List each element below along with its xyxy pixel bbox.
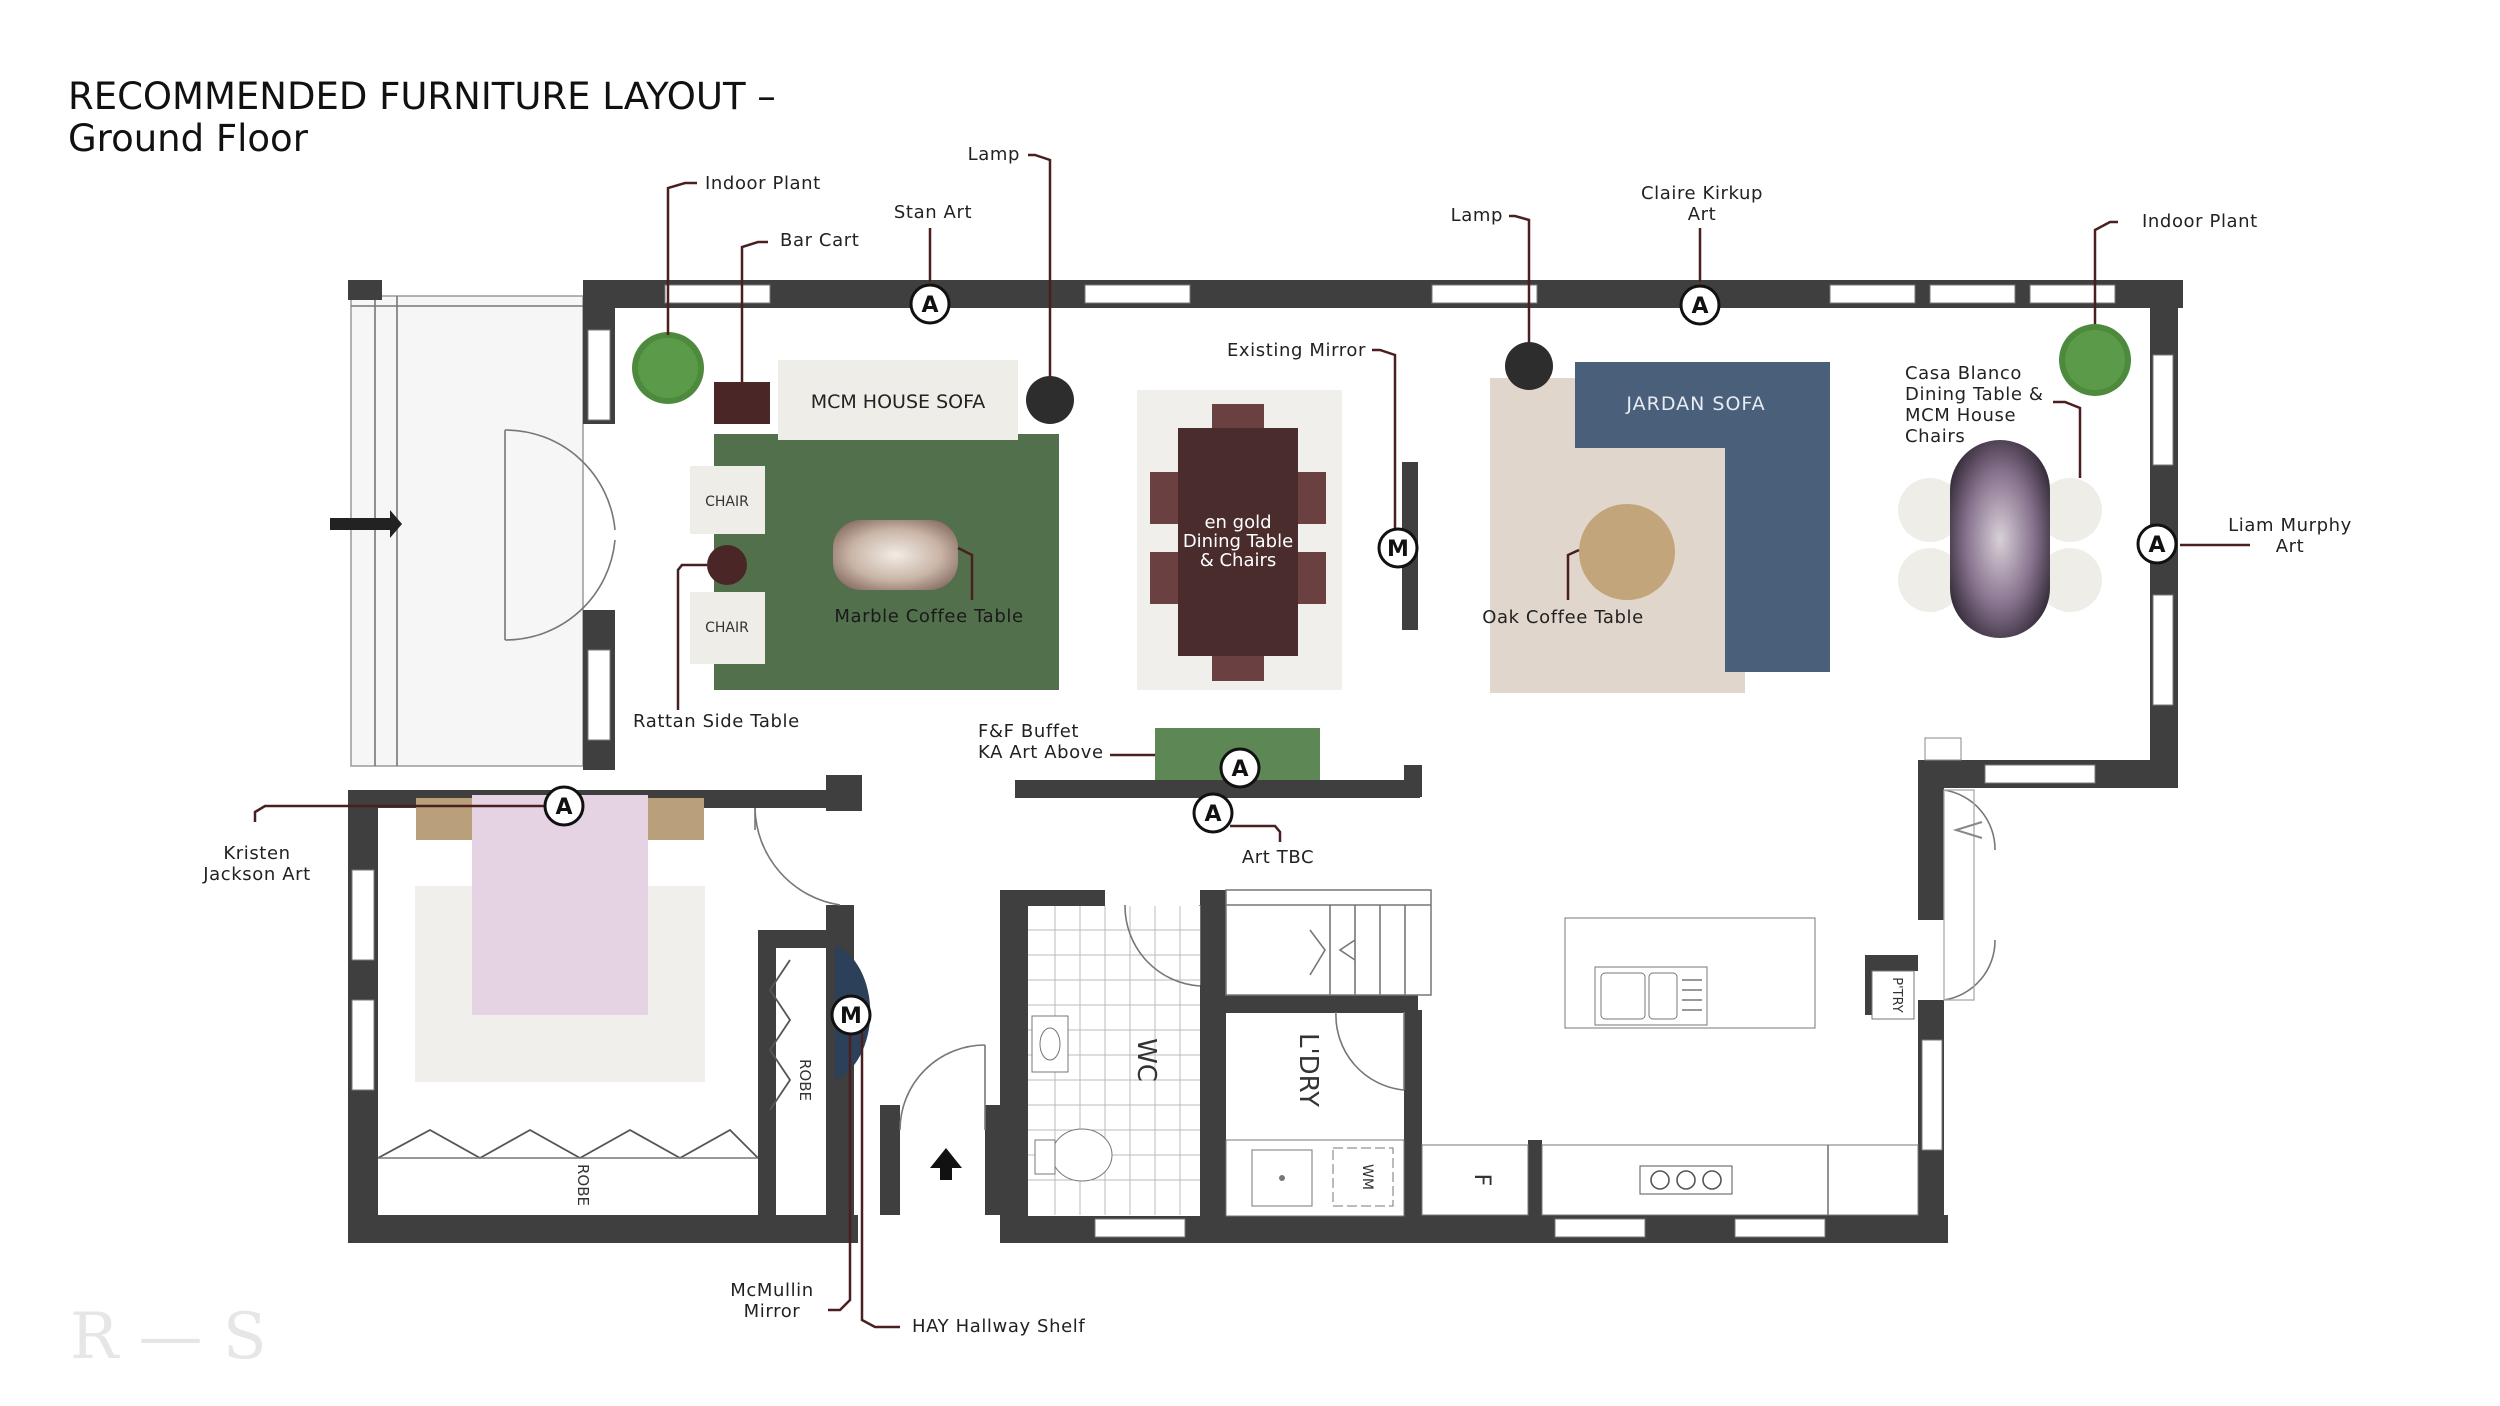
dining-table-label-2: Dining Table	[1183, 531, 1293, 552]
mcm-house-sofa	[778, 360, 1018, 440]
dining-table-label-3: & Chairs	[1200, 550, 1277, 571]
svg-text:A: A	[1691, 294, 1708, 319]
lamp-left	[1026, 376, 1074, 424]
wc-label: WC	[1131, 1038, 1161, 1082]
label-casa-blanco-3: MCM House	[1905, 405, 2016, 426]
label-indoor-plant-right: Indoor Plant	[2142, 211, 2258, 232]
label-casa-blanco-1: Casa Blanco	[1905, 363, 2022, 384]
label-indoor-plant-left: Indoor Plant	[705, 173, 821, 194]
wc-basin	[1031, 1015, 1069, 1073]
bar-cart	[714, 382, 770, 424]
label-existing-mirror: Existing Mirror	[1227, 340, 1366, 361]
robe-doors	[377, 1128, 759, 1160]
fridge	[1421, 1144, 1529, 1216]
label-mcmullin-mirror-2: Mirror	[744, 1301, 801, 1322]
label-ff-buffet-1: F&F Buffet	[978, 721, 1079, 742]
mirror-marker-existing: M	[1377, 527, 1419, 569]
watermark-logo: R — S	[70, 1300, 267, 1374]
chair-bottom-label: CHAIR	[705, 620, 749, 636]
label-kristen-jackson-1: Kristen	[223, 843, 290, 864]
label-claire-kirkup-2: Art	[1688, 204, 1717, 225]
chair-top-label: CHAIR	[705, 494, 749, 510]
label-claire-kirkup-1: Claire Kirkup	[1641, 183, 1763, 204]
indoor-plant-right	[2059, 324, 2131, 396]
bedside-table-right	[648, 798, 704, 840]
svg-text:A: A	[555, 795, 572, 820]
label-liam-murphy-1: Liam Murphy	[2228, 515, 2352, 536]
entry-arrow-icon	[330, 510, 402, 538]
svg-text:A: A	[2148, 533, 2165, 558]
title-line-1: RECOMMENDED FURNITURE LAYOUT –	[68, 75, 776, 118]
lamp-right	[1505, 342, 1553, 390]
art-marker-tbc: A	[1192, 792, 1234, 834]
art-marker-stan: A	[909, 283, 951, 325]
marble-coffee-table	[833, 520, 958, 590]
label-liam-murphy-2: Art	[2276, 536, 2305, 557]
bedside-table-left	[416, 798, 472, 840]
mcm-house-sofa-label: MCM HOUSE SOFA	[811, 391, 986, 413]
art-marker-kristen: A	[543, 785, 585, 827]
svg-text:M: M	[840, 1004, 862, 1029]
wc-toilet	[1051, 1128, 1113, 1182]
oak-coffee-table	[1579, 504, 1675, 600]
pantry	[1871, 970, 1915, 1020]
chair-bottom	[690, 592, 765, 664]
walls	[348, 280, 2183, 1243]
indoor-plant-left	[632, 332, 704, 404]
pantry-label: P'TRY	[1889, 977, 1904, 1013]
mcm-house-chairs	[1898, 478, 2102, 612]
svg-text:A: A	[1231, 757, 1248, 782]
page-title: RECOMMENDED FURNITURE LAYOUT – Ground Fl…	[68, 76, 776, 160]
label-bar-cart: Bar Cart	[780, 230, 859, 251]
label-art-tbc: Art TBC	[1242, 847, 1314, 868]
jardan-sofa-label: JARDAN SOFA	[1625, 393, 1765, 415]
robe-side-doors	[768, 959, 792, 1111]
laundry-label: L'DRY	[1293, 1033, 1323, 1107]
casa-blanco-dining-table	[1950, 440, 2050, 638]
robe-label-bottom: ROBE	[574, 1164, 592, 1206]
title-line-2: Ground Floor	[68, 117, 308, 160]
windows	[351, 284, 2174, 1238]
label-lamp-right: Lamp	[1451, 205, 1503, 226]
cooktop	[1639, 1165, 1733, 1195]
label-marble-coffee-table: Marble Coffee Table	[834, 606, 1023, 627]
dining-chairs	[1150, 404, 1326, 681]
side-door-arrow-icon	[1952, 821, 1983, 839]
label-oak-coffee-table: Oak Coffee Table	[1482, 607, 1644, 628]
rattan-side-table	[707, 545, 747, 585]
art-marker-claire: A	[1679, 284, 1721, 326]
label-casa-blanco-2: Dining Table &	[1905, 384, 2044, 405]
label-mcmullin-mirror-1: McMullin	[730, 1280, 814, 1301]
fridge-label: F	[1469, 1174, 1494, 1187]
svg-text:A: A	[921, 293, 938, 318]
label-stan-art: Stan Art	[894, 202, 972, 223]
stairs	[1225, 889, 1432, 996]
robe-label-side: ROBE	[796, 1059, 814, 1101]
svg-text:A: A	[1204, 802, 1221, 827]
art-marker-buffet: A	[1219, 747, 1261, 789]
label-hay-hallway-shelf: HAY Hallway Shelf	[912, 1316, 1085, 1337]
deck-area	[330, 295, 584, 767]
jardan-sofa	[1575, 362, 1830, 672]
mirror-marker-mcmullin: M	[830, 994, 872, 1036]
label-ff-buffet-2: KA Art Above	[978, 742, 1104, 763]
front-door-arrow-icon	[930, 1148, 962, 1180]
laundry-sink	[1251, 1149, 1313, 1207]
dining-table-label-1: en gold	[1204, 512, 1271, 533]
label-kristen-jackson-2: Jackson Art	[202, 864, 311, 885]
wc-door	[1124, 905, 1201, 987]
washing-machine	[1332, 1147, 1394, 1207]
label-rattan-side-table: Rattan Side Table	[633, 711, 800, 732]
dining-table	[1178, 428, 1298, 656]
label-casa-blanco-4: Chairs	[1905, 426, 1965, 447]
doors	[504, 429, 1996, 1131]
chair-top	[690, 466, 765, 534]
wm-label: WM	[1359, 1164, 1375, 1190]
label-lamp-left: Lamp	[968, 144, 1020, 165]
bed	[472, 795, 648, 1015]
svg-text:M: M	[1387, 537, 1409, 562]
art-marker-liam: A	[2136, 523, 2178, 565]
